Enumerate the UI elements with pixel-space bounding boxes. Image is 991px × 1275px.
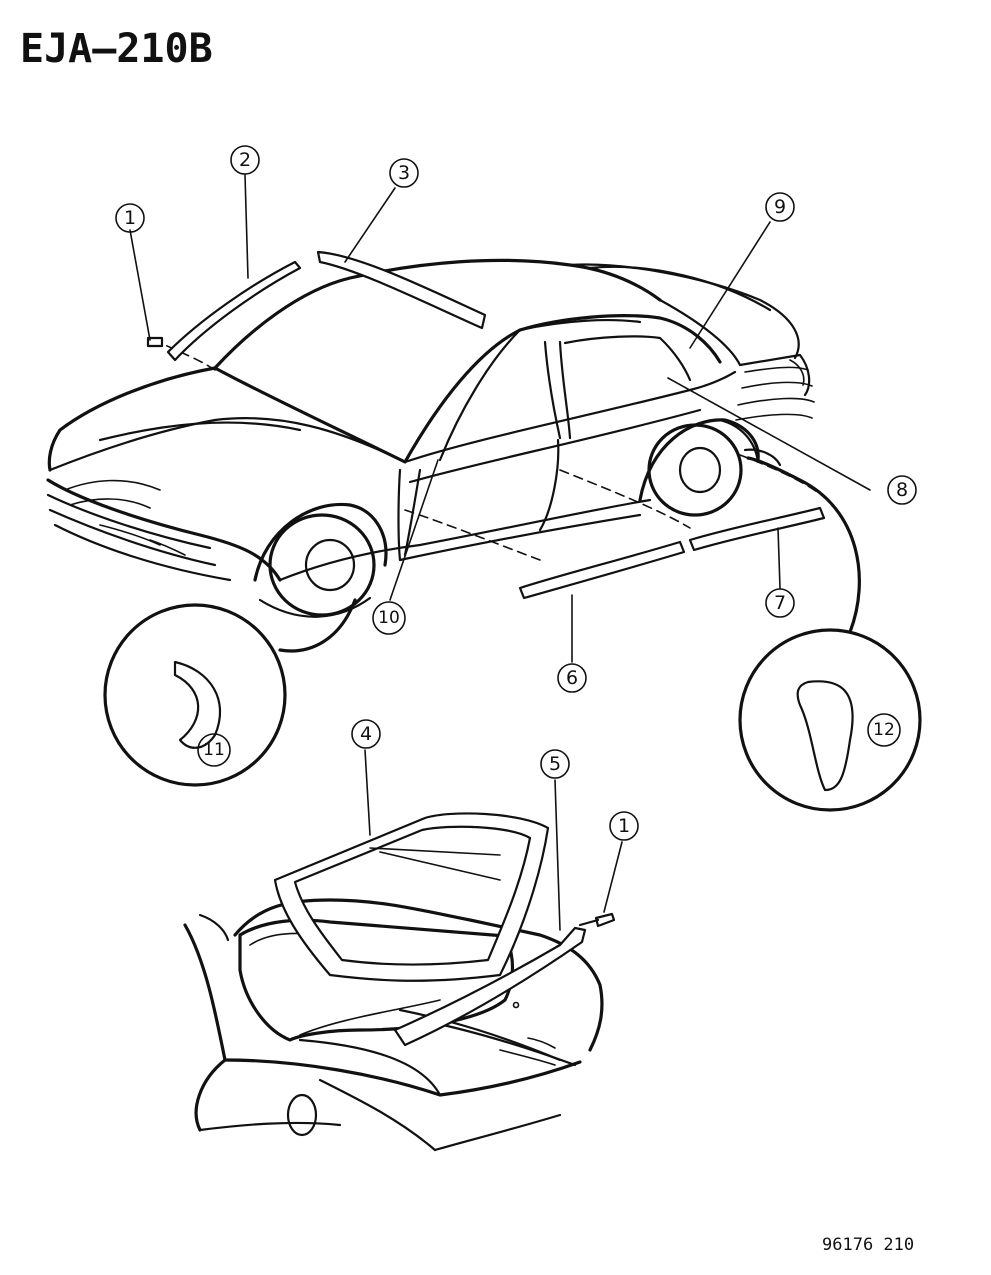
svg-text:5: 5 [549, 753, 561, 775]
clip-part [146, 336, 164, 348]
car-body-illustration [46, 258, 826, 618]
svg-text:2: 2 [239, 149, 251, 171]
callout-6: 6 [557, 663, 587, 693]
svg-text:1: 1 [618, 815, 630, 837]
windshield-molding-part [166, 260, 302, 362]
svg-text:9: 9 [774, 196, 786, 218]
svg-text:3: 3 [398, 162, 410, 184]
svg-text:8: 8 [896, 479, 908, 501]
diagram-title: EJA–210B [20, 26, 213, 72]
callout-2: 2 [230, 145, 260, 175]
svg-text:10: 10 [378, 608, 400, 628]
callout-9: 9 [765, 192, 795, 222]
screw-part [578, 912, 616, 928]
inset-detail-11 [103, 598, 357, 787]
callout-8: 8 [887, 475, 917, 505]
front-door-molding-part [518, 540, 686, 600]
svg-text:1: 1 [124, 207, 136, 229]
leader-lines [129, 174, 871, 931]
callout-4: 4 [351, 719, 381, 749]
callout-1-lower: 1 [609, 811, 639, 841]
callout-1: 1 [115, 203, 145, 233]
callout-7: 7 [765, 588, 795, 618]
callout-10: 10 [372, 601, 406, 635]
diagram-code: 96176 210 [822, 1235, 914, 1255]
rear-door-molding-part [688, 506, 826, 552]
callout-5: 5 [540, 749, 570, 779]
deck-lid-molding-part [393, 926, 587, 1047]
callout-3: 3 [389, 158, 419, 188]
callout-12: 12 [867, 713, 901, 747]
svg-text:7: 7 [774, 592, 786, 614]
svg-text:4: 4 [360, 723, 372, 745]
callout-11: 11 [197, 733, 231, 767]
inset-detail-12 [738, 456, 922, 812]
svg-text:11: 11 [203, 740, 225, 760]
rear-deck-illustration [183, 898, 604, 1152]
roof-molding-part [316, 250, 487, 330]
svg-text:6: 6 [566, 667, 578, 689]
svg-text:12: 12 [873, 720, 895, 740]
back-glass-weatherstrip-part [273, 812, 550, 982]
